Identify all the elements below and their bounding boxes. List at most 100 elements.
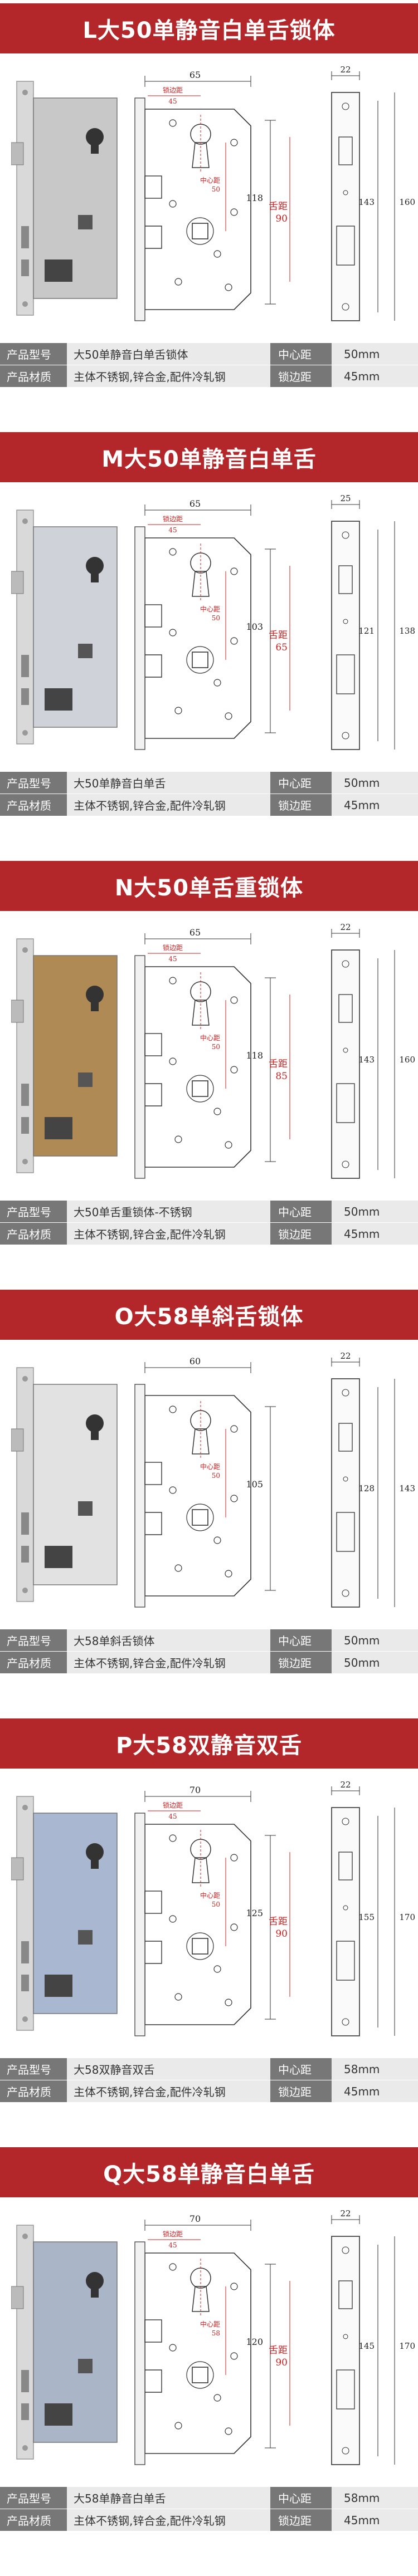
- material-label: 产品材质: [0, 794, 67, 816]
- width-dimension: 65: [189, 498, 201, 509]
- tongue-distance-label: 舌距: [269, 630, 288, 641]
- lock-body-photo: [11, 1367, 118, 1602]
- center-distance-label: 中心距: [270, 343, 332, 365]
- edge-distance-value: 45: [168, 97, 177, 105]
- tongue-distance-label: 舌距: [269, 2345, 288, 2356]
- model-value: 大50单静音白单舌: [67, 772, 270, 794]
- center-distance-value: 50: [212, 1472, 220, 1480]
- center-distance-value: 50: [212, 1043, 220, 1051]
- edge-distance-label: 锁边距: [163, 2230, 183, 2238]
- center-distance-label: 中心距: [200, 2320, 220, 2328]
- edge-distance-label: 锁边距: [163, 1801, 183, 1809]
- section-title: O大58单斜舌锁体: [0, 1290, 418, 1340]
- edge-distance-label: 锁边距: [270, 365, 332, 387]
- edge-distance-value: 45: [168, 1813, 177, 1820]
- plate-height-inner: 145: [358, 2341, 375, 2351]
- edge-distance-label: 锁边距: [270, 2080, 332, 2102]
- edge-distance-label: 锁边距: [270, 1223, 332, 1245]
- plate-height-inner: 128: [358, 1483, 375, 1493]
- material-value: 主体不锈钢,锌合金,配件冷轧钢: [67, 1652, 270, 1673]
- center-distance-value: 58mm: [332, 2487, 418, 2509]
- center-distance-label: 中心距: [200, 176, 220, 184]
- height-dimension: 103: [246, 621, 263, 632]
- model-value: 大58双静音双舌: [67, 2058, 270, 2080]
- section-title: M大50单静音白单舌: [0, 432, 418, 482]
- faceplate-width-dimension: 22: [340, 1351, 351, 1361]
- center-distance-label: 中心距: [200, 605, 220, 613]
- material-value: 主体不锈钢,锌合金,配件冷轧钢: [67, 365, 270, 387]
- edge-distance-label: 锁边距: [270, 1652, 332, 1673]
- plate-height-inner: 121: [358, 626, 375, 636]
- tongue-distance-value: 90: [275, 1928, 288, 1940]
- edge-distance-value: 45mm: [332, 794, 418, 816]
- center-distance-value: 50: [212, 1901, 220, 1908]
- height-dimension: 105: [246, 1479, 263, 1490]
- width-dimension: 60: [189, 1356, 201, 1367]
- material-label: 产品材质: [0, 365, 67, 387]
- material-label: 产品材质: [0, 1223, 67, 1245]
- center-distance-label: 中心距: [270, 772, 332, 794]
- tongue-distance-value: 85: [275, 1071, 288, 1082]
- plate-height-inner: 143: [358, 1055, 375, 1065]
- faceplate-width-dimension: 22: [340, 2208, 351, 2219]
- model-label: 产品型号: [0, 343, 67, 365]
- center-distance-value: 58mm: [332, 2058, 418, 2080]
- center-distance-label: 中心距: [200, 1462, 220, 1471]
- model-value: 大50单舌重锁体-不锈钢: [67, 1201, 270, 1222]
- center-distance-value: 50: [212, 185, 220, 193]
- center-distance-label: 中心距: [270, 2058, 332, 2080]
- edge-distance-label: 锁边距: [163, 515, 183, 523]
- width-dimension: 65: [189, 70, 201, 80]
- lock-body-photo: [11, 81, 118, 316]
- width-dimension: 65: [189, 927, 201, 938]
- plate-height-inner: 143: [358, 197, 375, 207]
- model-label: 产品型号: [0, 2058, 67, 2080]
- material-value: 主体不锈钢,锌合金,配件冷轧钢: [67, 2080, 270, 2102]
- faceplate-width-dimension: 22: [340, 65, 351, 75]
- plate-height-outer: 160: [399, 1055, 415, 1065]
- section-title: Q大58单静音白单舌: [0, 2147, 418, 2197]
- edge-distance-value: 45mm: [332, 2080, 418, 2102]
- model-value: 大50单静音白单舌锁体: [67, 343, 270, 365]
- height-dimension: 118: [246, 1050, 263, 1061]
- center-distance-value: 50mm: [332, 343, 418, 365]
- section-title: P大58双静音双舌: [0, 1718, 418, 1769]
- faceplate-width-dimension: 22: [340, 1780, 351, 1790]
- center-distance-label: 中心距: [200, 1891, 220, 1899]
- edge-distance-label: 锁边距: [270, 794, 332, 816]
- edge-distance-value: 45mm: [332, 365, 418, 387]
- material-label: 产品材质: [0, 1652, 67, 1673]
- model-label: 产品型号: [0, 1201, 67, 1222]
- plate-height-inner: 155: [358, 1912, 375, 1922]
- height-dimension: 125: [246, 1908, 263, 1918]
- material-label: 产品材质: [0, 2080, 67, 2102]
- material-label: 产品材质: [0, 2509, 67, 2531]
- height-dimension: 118: [246, 193, 263, 203]
- center-distance-label: 中心距: [200, 1034, 220, 1042]
- edge-distance-value: 45mm: [332, 2509, 418, 2531]
